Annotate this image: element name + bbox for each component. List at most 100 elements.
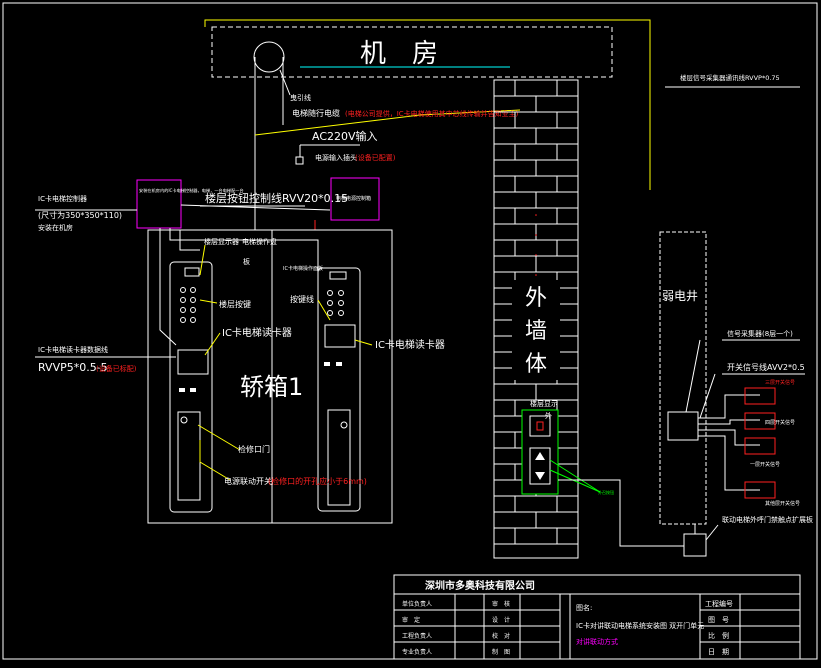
- switch-leader: [199, 440, 231, 481]
- right-card-reader: [324, 324, 356, 348]
- tb-right-1: 工程编号: [705, 599, 733, 608]
- controller-to-power-line: [180, 204, 331, 211]
- power-control-box: [330, 177, 380, 221]
- hall-call-board: [683, 533, 707, 557]
- elevator-cable-line: [254, 109, 521, 136]
- hall-display: [529, 415, 551, 437]
- collector-wire-4: [698, 435, 760, 491]
- power-switch-label: 电源联动开关: [224, 476, 272, 486]
- ic-controller-box: [136, 179, 182, 229]
- car-label: 轿箱1: [240, 373, 303, 401]
- signal-cable-route: [204, 19, 651, 190]
- ac220-label: AC220V输入: [312, 129, 378, 143]
- drawing-name-line2: 对讲联动方式: [576, 637, 618, 646]
- shaft-label: 弱电井: [662, 289, 698, 303]
- company-name: 深圳市多奥科技有限公司: [425, 579, 535, 592]
- relay-3f: 三层开关信号: [744, 379, 795, 405]
- wall-label-3: 体: [525, 352, 547, 377]
- reader-cable-note: (设备已标配): [96, 364, 137, 373]
- collector-wire-2: [698, 419, 760, 425]
- wall-label-1: 外: [525, 286, 547, 311]
- svg-text:四层开关信号: 四层开关信号: [765, 419, 795, 426]
- hall-box-label: 外: [545, 411, 552, 420]
- tb-right-4: 日 期: [708, 648, 729, 656]
- svg-text:三层开关信号: 三层开关信号: [765, 379, 795, 386]
- left-panel-indicator-2: [190, 388, 196, 392]
- right-panel-label: IC卡电梯操作面板: [283, 265, 323, 272]
- hall-up-arrow-icon[interactable]: [535, 452, 545, 460]
- button-leader: [199, 299, 218, 304]
- hall-arrow-note: 外召按钮: [598, 489, 614, 495]
- wall-label-bg: [512, 280, 560, 380]
- right-access-door: [327, 409, 351, 506]
- reader2-label: IC卡电梯读卡器: [375, 338, 445, 351]
- controller-install-label: 安装在机房: [38, 223, 73, 232]
- display-leader: [199, 244, 206, 276]
- tb-r4c2: 制 图: [492, 648, 510, 656]
- floor-display-label: 楼层显示器: [204, 237, 239, 246]
- hall-to-board-line: [558, 479, 684, 547]
- reader-leader: [204, 332, 221, 356]
- hall-down-arrow-icon[interactable]: [535, 472, 545, 480]
- hall-call-label: 联动电梯外呼门禁触点扩展板: [722, 515, 813, 524]
- svg-text:其他层开关信号: 其他层开关信号: [765, 500, 800, 507]
- relay-1f: 一层开关信号: [744, 437, 780, 468]
- tb-r3c1: 工程负责人: [402, 632, 432, 640]
- tb-r4c1: 专业负责人: [402, 648, 432, 656]
- access-port-label: 检修口门: [238, 444, 270, 454]
- drawing-name-line1: IC卡对讲联动电梯系统安装图 双开门单元: [576, 621, 704, 630]
- car-right-panel: [271, 229, 393, 524]
- tb-r3c2: 校 对: [492, 632, 510, 640]
- signal-collector: [667, 411, 699, 441]
- collector-wire-3: [698, 429, 760, 446]
- elevator-cable-label: 电梯随行电缆: [292, 108, 340, 118]
- svg-text:一层开关信号: 一层开关信号: [750, 461, 780, 468]
- weak-electric-shaft: [659, 231, 707, 525]
- tb-r2c1: 审 定: [402, 616, 420, 624]
- tb-r1c2: 审 核: [492, 600, 510, 608]
- wall-label-2: 墙: [525, 319, 547, 344]
- hall-call-leader-line: [705, 524, 719, 541]
- power-switch-note: (检修口的开孔应小于6mm): [268, 476, 367, 486]
- traction-leader: [279, 69, 291, 96]
- elevator-cable-note: (电梯公司提供，IC卡电梯使用其中芯线传输并告知业主): [345, 109, 519, 118]
- hall-call-leader: [549, 459, 601, 493]
- access-leader: [197, 424, 241, 451]
- signal-cable-label: 楼层信号采集器通讯线RVVP*0.75: [680, 73, 780, 82]
- tb-right-2: 图 号: [708, 616, 729, 624]
- title-block: [393, 574, 801, 660]
- switch-leader-2: [699, 373, 716, 419]
- power-box-text: 电梯电源控制箱: [336, 195, 371, 202]
- right-panel-indicator: [324, 362, 330, 366]
- controller-label: IC卡电梯控制器: [38, 194, 87, 203]
- left-card-reader: [177, 349, 209, 375]
- collector-label: 信号采集器(8层一个): [727, 329, 793, 338]
- relay-other: 其他层开关信号: [744, 481, 800, 507]
- left-lock-icon: [180, 416, 188, 424]
- power-plug-icon: [295, 156, 304, 165]
- reader-label: IC卡电梯读卡器: [222, 326, 292, 339]
- tb-r2c2: 设 计: [492, 616, 510, 624]
- controller-size-label: (尺寸为350*350*110): [38, 210, 122, 220]
- left-floor-display: [184, 267, 200, 277]
- machine-room-box: [211, 26, 613, 78]
- collector-leader: [685, 339, 701, 413]
- right-floor-buttons: [327, 290, 344, 316]
- button-line-label: 按键线: [290, 294, 314, 304]
- right-button-leader: [317, 299, 331, 321]
- switch-cable-label: 开关信号线AVV2*0.5: [727, 362, 805, 372]
- left-panel-indicator: [179, 388, 185, 392]
- left-access-door: [177, 411, 201, 501]
- car-panel-label: 电梯操作盘: [242, 237, 277, 246]
- right-reader-leader: [354, 339, 373, 346]
- power-input-label: 电源输入插头: [315, 153, 357, 162]
- right-operation-panel: [317, 267, 361, 512]
- left-operation-panel: [169, 261, 213, 513]
- relay-4f: 四层开关信号: [744, 412, 795, 430]
- hall-display-digit: [536, 421, 544, 431]
- board-label: 板: [243, 257, 250, 266]
- tb-r1c1: 单位负责人: [402, 600, 432, 608]
- drawing-name-label: 图名:: [576, 603, 592, 612]
